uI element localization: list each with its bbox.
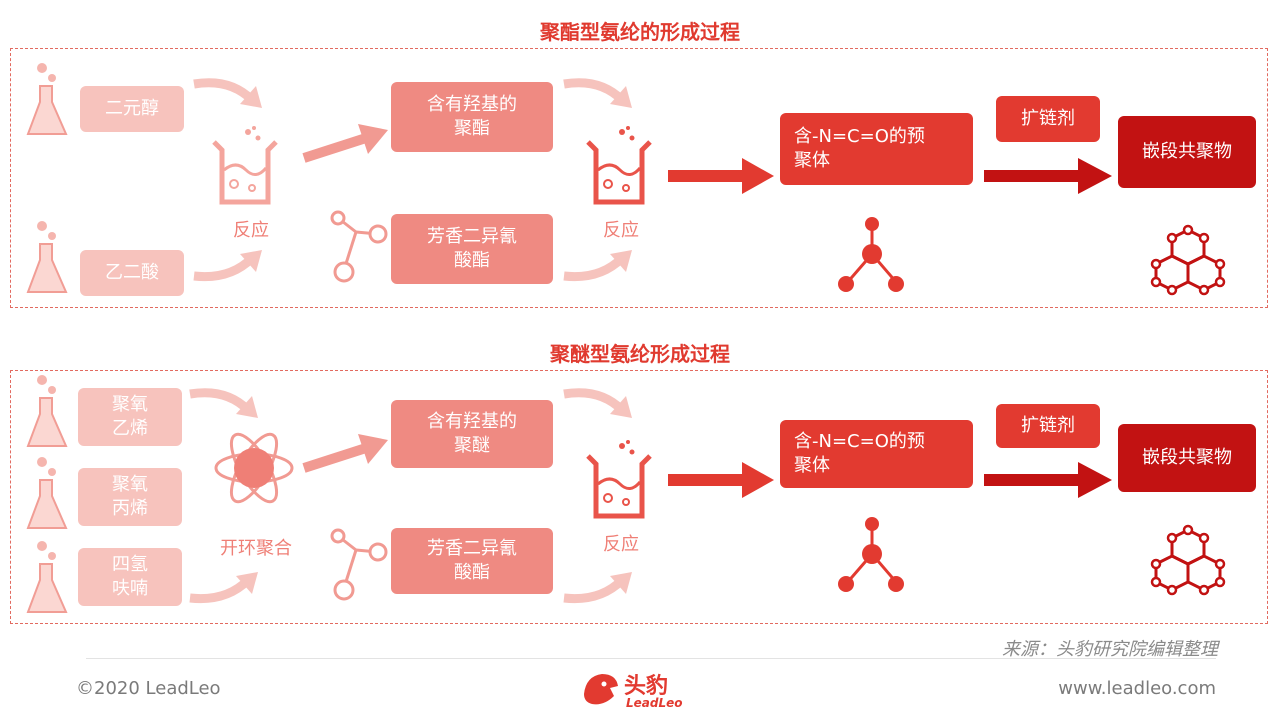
- molecule-icon: [838, 217, 904, 292]
- logo-text: 头豹: [624, 674, 669, 699]
- flask-icon: [26, 541, 68, 613]
- curved-arrow-icon: [193, 78, 262, 108]
- leopard-head-icon: [584, 674, 618, 705]
- curved-arrow-icon: [189, 572, 258, 604]
- polymer-network-icon: [1150, 224, 1226, 296]
- input-label: 乙二酸: [105, 262, 159, 283]
- top-title: 聚酯型氨纶的形成过程: [540, 20, 740, 44]
- node-label: 芳香二异氰 酸酯: [427, 226, 517, 271]
- flask-icon: [26, 375, 68, 447]
- node-label: 扩链剂: [1021, 108, 1075, 129]
- intermediate-diisocyanate: 芳香二异氰 酸酯: [391, 528, 553, 594]
- input-label: 四氢 呋喃: [112, 554, 148, 599]
- input-polyethylene-oxide: 聚氧 乙烯: [78, 388, 182, 446]
- node-label: 芳香二异氰 酸酯: [427, 538, 517, 583]
- arrow-icon: [668, 462, 774, 498]
- node-label: 嵌段共聚物: [1142, 141, 1232, 162]
- molecule-icon: [838, 517, 904, 592]
- input-tetrahydrofuran: 四氢 呋喃: [78, 548, 182, 606]
- bottom-title: 聚醚型氨纶形成过程: [550, 342, 730, 366]
- arrow-icon: [984, 158, 1112, 194]
- curved-arrow-icon: [563, 250, 632, 282]
- node-label: 含-N=C=O的预 聚体: [794, 431, 925, 476]
- curved-arrow-icon: [563, 572, 632, 604]
- block-copolymer: 嵌段共聚物: [1118, 424, 1256, 492]
- leadleo-logo: 头豹 LeadLeo: [580, 664, 710, 716]
- input-oxalic-acid: 乙二酸: [80, 250, 184, 296]
- chain-extender: 扩链剂: [996, 96, 1100, 142]
- node-label: 含有羟基的 聚醚: [427, 411, 517, 456]
- polymer-network-icon: [1150, 524, 1226, 596]
- footer-divider: [86, 658, 1216, 659]
- intermediate-diisocyanate: 芳香二异氰 酸酯: [391, 214, 553, 284]
- reaction-label: 反应: [603, 534, 639, 555]
- arrow-icon: [984, 462, 1112, 498]
- beaker-icon: [212, 126, 278, 205]
- intermediate-hydroxyl-polyester: 含有羟基的 聚酯: [391, 82, 553, 152]
- logo-subtext: LeadLeo: [626, 696, 683, 710]
- copyright: ©2020 LeadLeo: [76, 678, 221, 699]
- molecule-icon: [330, 210, 388, 283]
- chain-extender: 扩链剂: [996, 404, 1100, 448]
- bottom-section-frame: [10, 370, 1268, 624]
- node-label: 嵌段共聚物: [1142, 447, 1232, 468]
- arrow-icon: [302, 124, 388, 163]
- input-diol: 二元醇: [80, 86, 184, 132]
- node-label: 含有羟基的 聚酯: [427, 94, 517, 139]
- prepolymer: 含-N=C=O的预 聚体: [780, 420, 973, 488]
- curved-arrow-icon: [563, 388, 632, 418]
- flask-icon: [26, 221, 68, 293]
- arrow-icon: [668, 158, 774, 194]
- top-section-frame: [10, 48, 1268, 308]
- reaction-label: 反应: [233, 220, 269, 241]
- node-label: 含-N=C=O的预 聚体: [794, 126, 925, 171]
- ring-opening-label: 开环聚合: [220, 538, 292, 559]
- beaker-icon: [586, 126, 652, 205]
- curved-arrow-icon: [563, 78, 632, 108]
- flask-icon: [26, 63, 68, 135]
- atom-icon: [214, 432, 294, 504]
- molecule-icon: [330, 528, 388, 601]
- input-label: 聚氧 丙烯: [112, 474, 148, 519]
- intermediate-hydroxyl-polyether: 含有羟基的 聚醚: [391, 400, 553, 468]
- input-polypropylene-oxide: 聚氧 丙烯: [78, 468, 182, 526]
- block-copolymer: 嵌段共聚物: [1118, 116, 1256, 188]
- beaker-icon: [586, 440, 652, 519]
- input-label: 二元醇: [105, 98, 159, 119]
- curved-arrow-icon: [193, 250, 262, 282]
- flask-icon: [26, 457, 68, 529]
- node-label: 扩链剂: [1021, 415, 1075, 436]
- website-link[interactable]: www.leadleo.com: [1058, 678, 1216, 699]
- source-note: 来源：头豹研究院编辑整理: [1002, 639, 1218, 660]
- prepolymer: 含-N=C=O的预 聚体: [780, 113, 973, 185]
- curved-arrow-icon: [189, 388, 258, 418]
- reaction-label: 反应: [603, 220, 639, 241]
- arrow-icon: [302, 434, 388, 473]
- input-label: 聚氧 乙烯: [112, 394, 148, 439]
